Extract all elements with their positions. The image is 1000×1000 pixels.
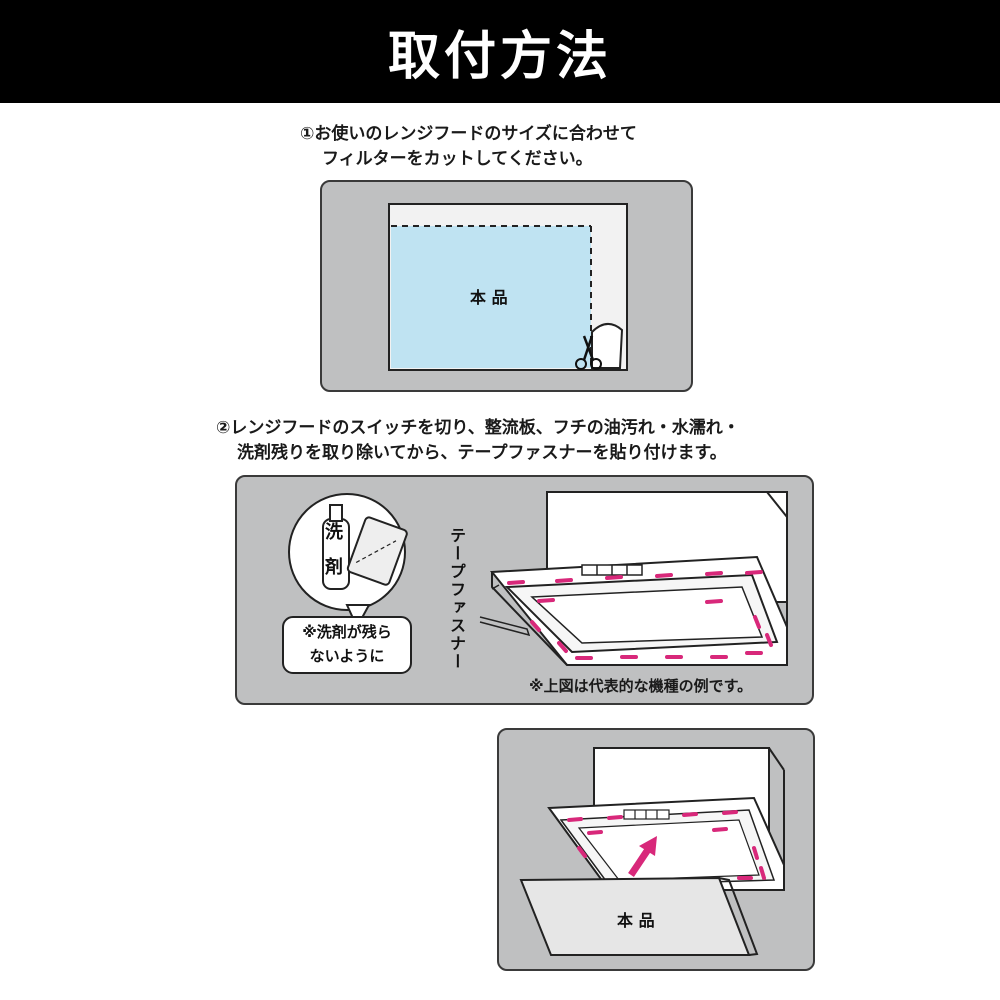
step1-product-label: 本 品 xyxy=(470,288,508,307)
warning-line2: ないように xyxy=(309,647,385,665)
tape-fastener-label: テープファスナー xyxy=(447,527,466,671)
step1-illustration xyxy=(388,203,628,371)
step2-line1: ②レンジフードのスイッチを切り、整流板、フチの油汚れ・水濡れ・ xyxy=(216,418,740,438)
warning-line1: ※洗剤が残ら xyxy=(302,623,392,641)
step3-illustration xyxy=(519,747,785,956)
step2-line2: 洗剤残りを取り除いてから、テープファスナーを貼り付けます。 xyxy=(237,443,727,463)
filter-cut-area xyxy=(391,226,591,368)
step2-illustration xyxy=(282,491,788,674)
bottle-label-2: 剤 xyxy=(322,557,343,577)
representative-note: ※上図は代表的な機種の例です。 xyxy=(529,677,753,695)
warning-box xyxy=(282,616,412,674)
page-title: 取付方法 xyxy=(387,27,612,87)
bottle-label-1: 洗 xyxy=(322,522,343,542)
tape-fasteners xyxy=(507,570,773,660)
step3-product-label: 本 品 xyxy=(617,911,655,930)
header-bar: 取付方法 xyxy=(0,0,1000,103)
sponge-icon xyxy=(346,516,408,586)
step3-panel: 本 品 xyxy=(497,728,815,971)
tape-fasteners xyxy=(567,810,766,880)
step1-panel: 本 品 xyxy=(320,180,693,392)
step2-panel: 洗 剤 ※洗剤が残ら ないように テープファスナー ※上図は代表的な機種の例です… xyxy=(235,475,814,705)
step1-line1: ①お使いのレンジフードのサイズに合わせて xyxy=(300,124,637,144)
step1-line2: フィルターをカットしてください。 xyxy=(322,149,593,169)
detergent-bottle-icon xyxy=(322,504,350,590)
scissors-icon xyxy=(575,335,602,370)
arrow-up-icon xyxy=(628,836,657,877)
